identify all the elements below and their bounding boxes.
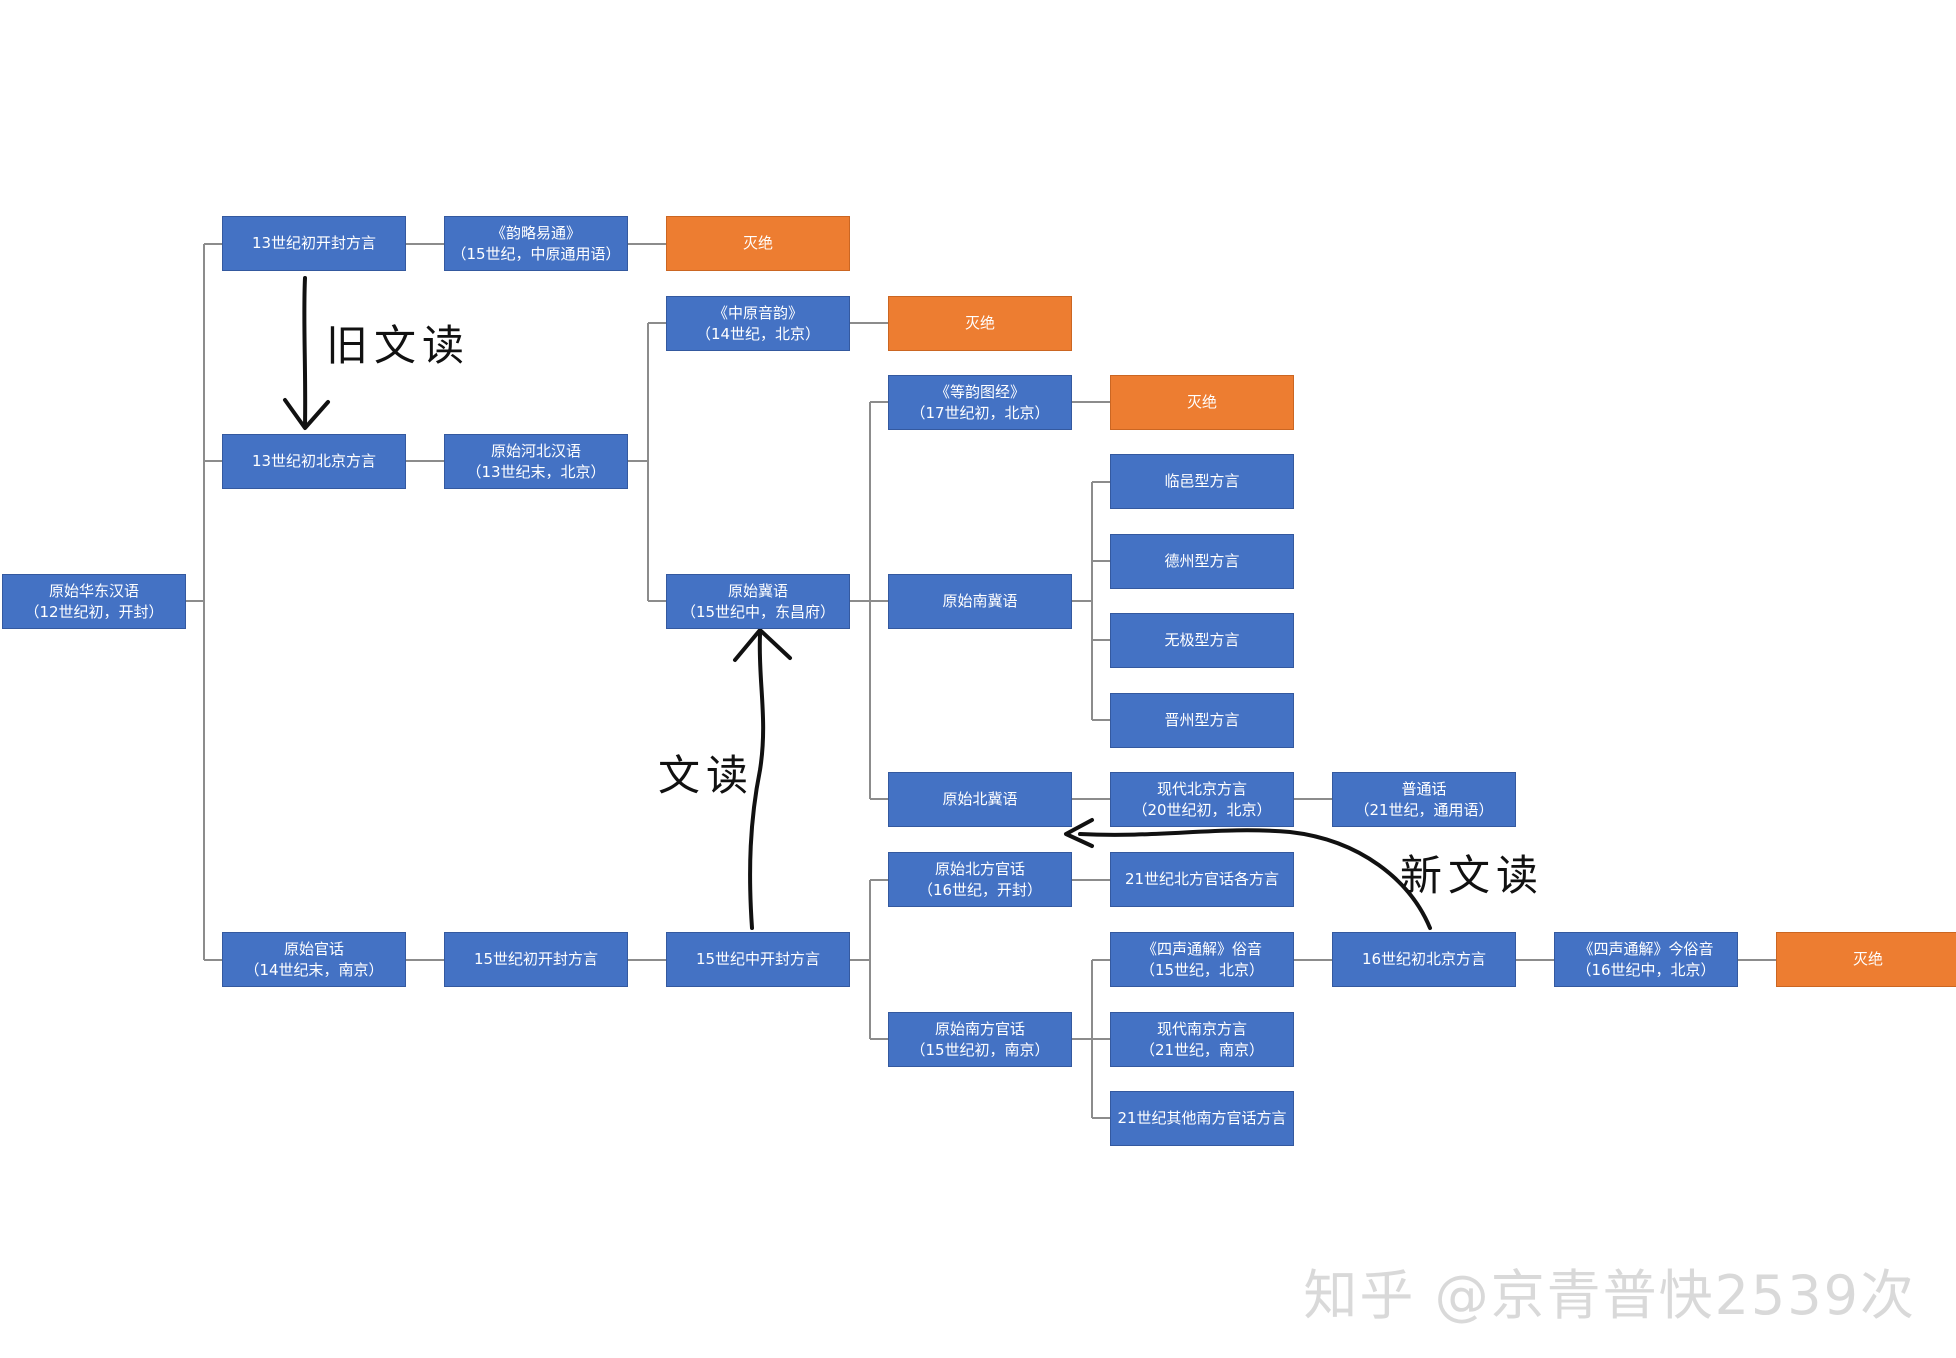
node-proto-south-ji: 原始南冀语 [888,574,1072,629]
node-16c-beijing-dialect: 16世纪初北京方言 [1332,932,1516,987]
node-sublabel: （17世纪初，北京） [910,403,1050,422]
node-label: 《等韵图经》 [934,382,1025,401]
node-label: 15世纪中开封方言 [695,950,821,968]
node-label: 原始南方官话 [934,1019,1025,1038]
node-label: 《中原音韵》 [712,303,803,322]
node-dengyun-tujing: 《等韵图经》 （17世纪初，北京） [888,375,1072,430]
node-label: 原始北冀语 [942,790,1018,808]
node-proto-north-ji: 原始北冀语 [888,772,1072,827]
node-modern-beijing-dialect: 现代北京方言 （20世纪初，北京） [1110,772,1294,827]
node-proto-north-mandarin: 原始北方官话 （16世纪，开封） [888,852,1072,907]
node-label: 晋州型方言 [1164,711,1240,729]
node-13c-beijing-dialect: 13世纪初北京方言 [222,434,406,489]
node-21c-north-mandarin-dialects: 21世纪北方官话各方言 [1110,852,1294,907]
node-sisheng-tongjie-suyin: 《四声通解》俗音 （15世纪，北京） [1110,932,1294,987]
node-label: 13世纪初开封方言 [251,234,377,252]
node-sublabel: （14世纪，北京） [695,324,821,343]
node-label: 临邑型方言 [1164,472,1240,490]
node-extinct: 灭绝 [666,216,850,271]
node-sublabel: （14世纪末，南京） [244,960,384,979]
node-label: 15世纪初开封方言 [473,950,599,968]
annotation-new-literary-reading: 新文读 [1400,851,1545,900]
node-wuji-type-dialect: 无极型方言 [1110,613,1294,668]
node-sublabel: （16世纪中，北京） [1576,960,1716,979]
node-13c-kaifeng-dialect: 13世纪初开封方言 [222,216,406,271]
node-sublabel: （21世纪，南京） [1139,1040,1265,1059]
watermark: 知乎 @京青普快2539次 [1303,1264,1916,1327]
node-label: 灭绝 [742,234,773,252]
node-extinct: 灭绝 [1110,375,1294,430]
node-jinzhou-type-dialect: 晋州型方言 [1110,693,1294,748]
node-dezhou-type-dialect: 德州型方言 [1110,534,1294,589]
node-15c-early-kaifeng-dialect: 15世纪初开封方言 [444,932,628,987]
node-proto-hebei-chinese: 原始河北汉语 （13世纪末，北京） [444,434,628,489]
node-label: 16世纪初北京方言 [1361,950,1487,968]
node-sublabel: （13世纪末，北京） [466,462,606,481]
node-label: 原始冀语 [727,581,788,600]
node-label: 原始华东汉语 [48,581,139,600]
node-label: 灭绝 [964,314,995,332]
node-proto-guanhua: 原始官话 （14世纪末，南京） [222,932,406,987]
node-sublabel: （15世纪中，东昌府） [680,602,836,621]
node-sublabel: （21世纪，通用语） [1354,800,1494,819]
node-sublabel: （12世纪初，开封） [24,602,164,621]
node-sublabel: （15世纪，中原通用语） [451,244,621,263]
node-yunlue-yitong: 《韵略易通》 （15世纪，中原通用语） [444,216,628,271]
node-label: 原始河北汉语 [490,441,581,460]
node-sublabel: （15世纪初，南京） [910,1040,1050,1059]
node-label: 无极型方言 [1164,631,1240,649]
node-15c-mid-kaifeng-dialect: 15世纪中开封方言 [666,932,850,987]
node-label: 灭绝 [1852,950,1883,968]
node-label: 原始南冀语 [942,592,1018,610]
node-label: 普通话 [1401,779,1447,798]
node-sublabel: （16世纪，开封） [917,880,1043,899]
node-label: 21世纪北方官话各方言 [1124,870,1280,888]
node-proto-ji: 原始冀语 （15世纪中，东昌府） [666,574,850,629]
node-linyi-type-dialect: 临邑型方言 [1110,454,1294,509]
node-extinct: 灭绝 [1776,932,1956,987]
annotation-old-literary-reading: 旧文读 [326,321,471,370]
node-zhongyuan-yinyun: 《中原音韵》 （14世纪，北京） [666,296,850,351]
node-label: 《韵略易通》 [490,223,581,242]
node-modern-nanjing-dialect: 现代南京方言 （21世纪，南京） [1110,1012,1294,1067]
node-sublabel: （20世纪初，北京） [1132,800,1272,819]
node-extinct: 灭绝 [888,296,1072,351]
node-label: 《四声通解》俗音 [1141,939,1262,958]
node-proto-huadong-chinese: 原始华东汉语 （12世纪初，开封） [2,574,186,629]
node-proto-south-mandarin: 原始南方官话 （15世纪初，南京） [888,1012,1072,1067]
node-label: 现代北京方言 [1156,779,1247,798]
node-21c-south-mandarin-dialects: 21世纪其他南方官话方言 [1110,1091,1294,1146]
node-label: 原始北方官话 [934,859,1025,878]
node-label: 原始官话 [283,939,344,958]
node-putonghua: 普通话 （21世纪，通用语） [1332,772,1516,827]
annotation-literary-reading: 文读 [658,751,755,800]
node-label: 现代南京方言 [1156,1019,1247,1038]
node-sublabel: （15世纪，北京） [1139,960,1265,979]
node-label: 灭绝 [1186,393,1217,411]
node-label: 德州型方言 [1164,552,1240,570]
node-label: 21世纪其他南方官话方言 [1117,1109,1287,1127]
node-label: 《四声通解》今俗音 [1578,939,1714,958]
node-sisheng-tongjie-jinsuyin: 《四声通解》今俗音 （16世纪中，北京） [1554,932,1738,987]
node-label: 13世纪初北京方言 [251,452,377,470]
